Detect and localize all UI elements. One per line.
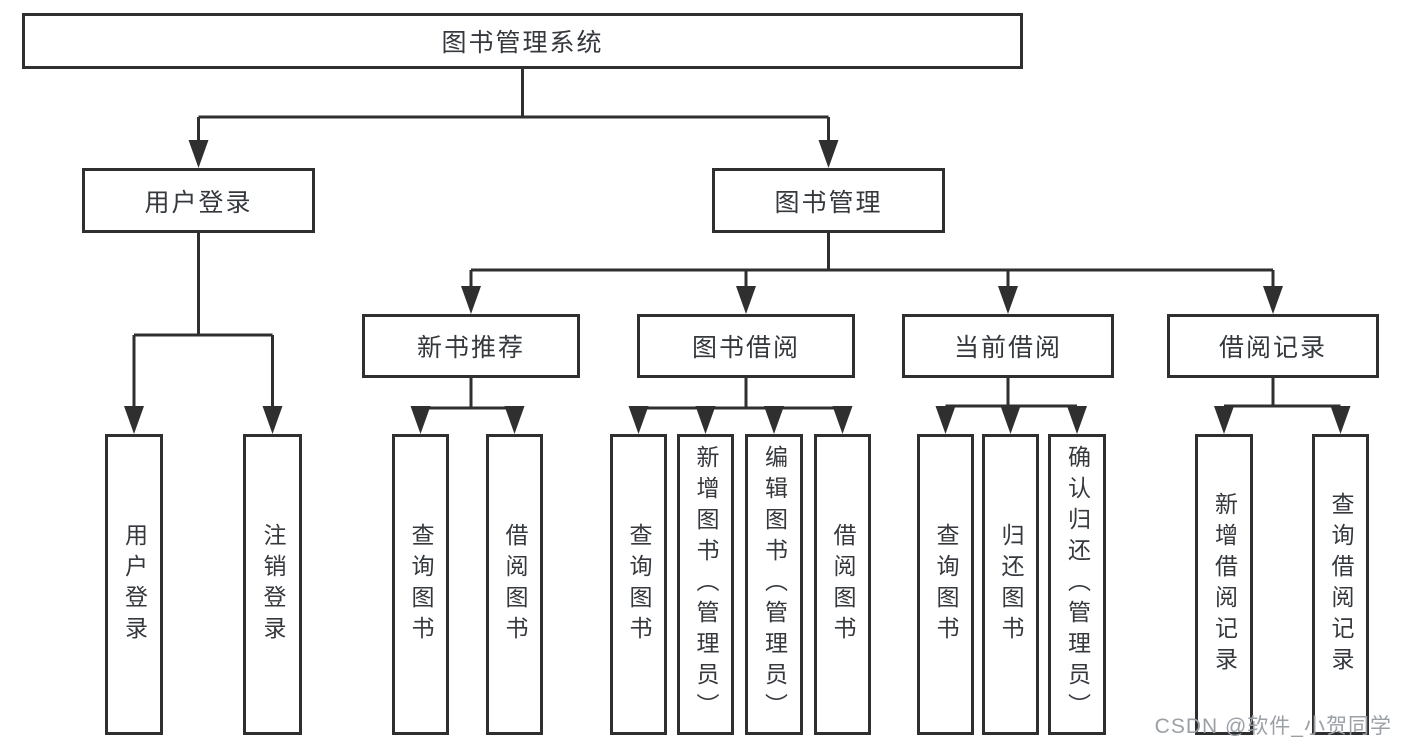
- connector-user-login-children: [124, 233, 283, 434]
- node-leaf-logout: 注销登录: [243, 434, 302, 735]
- node-leaf-borrowmod-query: 查询图书: [610, 434, 667, 735]
- leaf-label: 新增借阅记录: [1211, 491, 1238, 678]
- node-leaf-newbook-borrow: 借阅图书: [486, 434, 543, 735]
- leaf-label: 查询图书: [626, 522, 652, 647]
- node-leaf-current-query: 查询图书: [917, 434, 974, 735]
- node-book-borrow: 图书借阅: [637, 314, 855, 378]
- connector-book-borrow-children: [628, 378, 853, 434]
- node-book-management: 图书管理: [712, 168, 945, 233]
- leaf-label: 归还图书: [998, 522, 1024, 647]
- node-new-book-recommend: 新书推荐: [362, 314, 580, 378]
- leaf-label: 借阅图书: [830, 522, 856, 647]
- node-leaf-borrowmod-borrow: 借阅图书: [814, 434, 871, 735]
- node-leaf-record-add: 新增借阅记录: [1195, 434, 1253, 735]
- leaf-label: 借阅图书: [502, 522, 528, 647]
- leaf-label: 用户登录: [121, 522, 148, 647]
- node-leaf-user-login: 用户登录: [105, 434, 163, 735]
- node-leaf-borrowmod-add-admin: 新增图书（管理员）: [677, 434, 734, 735]
- leaf-label: 编辑图书（管理员）: [761, 445, 788, 724]
- leaf-label: 查询图书: [408, 522, 434, 647]
- node-leaf-record-query: 查询借阅记录: [1312, 434, 1369, 735]
- connector-new-book-children: [410, 378, 525, 434]
- node-leaf-current-confirm-admin: 确认归还（管理员）: [1048, 434, 1106, 735]
- connector-borrow-records-children: [1214, 378, 1351, 434]
- connector-book-management-modules: [461, 233, 1283, 314]
- node-leaf-newbook-query: 查询图书: [392, 434, 449, 735]
- leaf-label: 查询借阅记录: [1328, 491, 1354, 678]
- leaf-label: 新增图书（管理员）: [693, 445, 719, 724]
- csdn-watermark: CSDN @软件_小贺同学: [1154, 715, 1392, 738]
- node-system-root: 图书管理系统: [22, 13, 1023, 69]
- node-user-login: 用户登录: [82, 168, 315, 233]
- node-current-borrow: 当前借阅: [902, 314, 1114, 378]
- node-borrow-records: 借阅记录: [1167, 314, 1379, 378]
- leaf-label: 查询图书: [933, 522, 959, 647]
- leaf-label: 注销登录: [260, 522, 286, 647]
- node-leaf-current-return: 归还图书: [982, 434, 1039, 735]
- connector-current-borrow-children: [935, 378, 1087, 434]
- node-leaf-borrowmod-edit-admin: 编辑图书（管理员）: [745, 434, 803, 735]
- leaf-label: 确认归还（管理员）: [1064, 445, 1091, 724]
- connector-root-to-level2: [188, 69, 839, 168]
